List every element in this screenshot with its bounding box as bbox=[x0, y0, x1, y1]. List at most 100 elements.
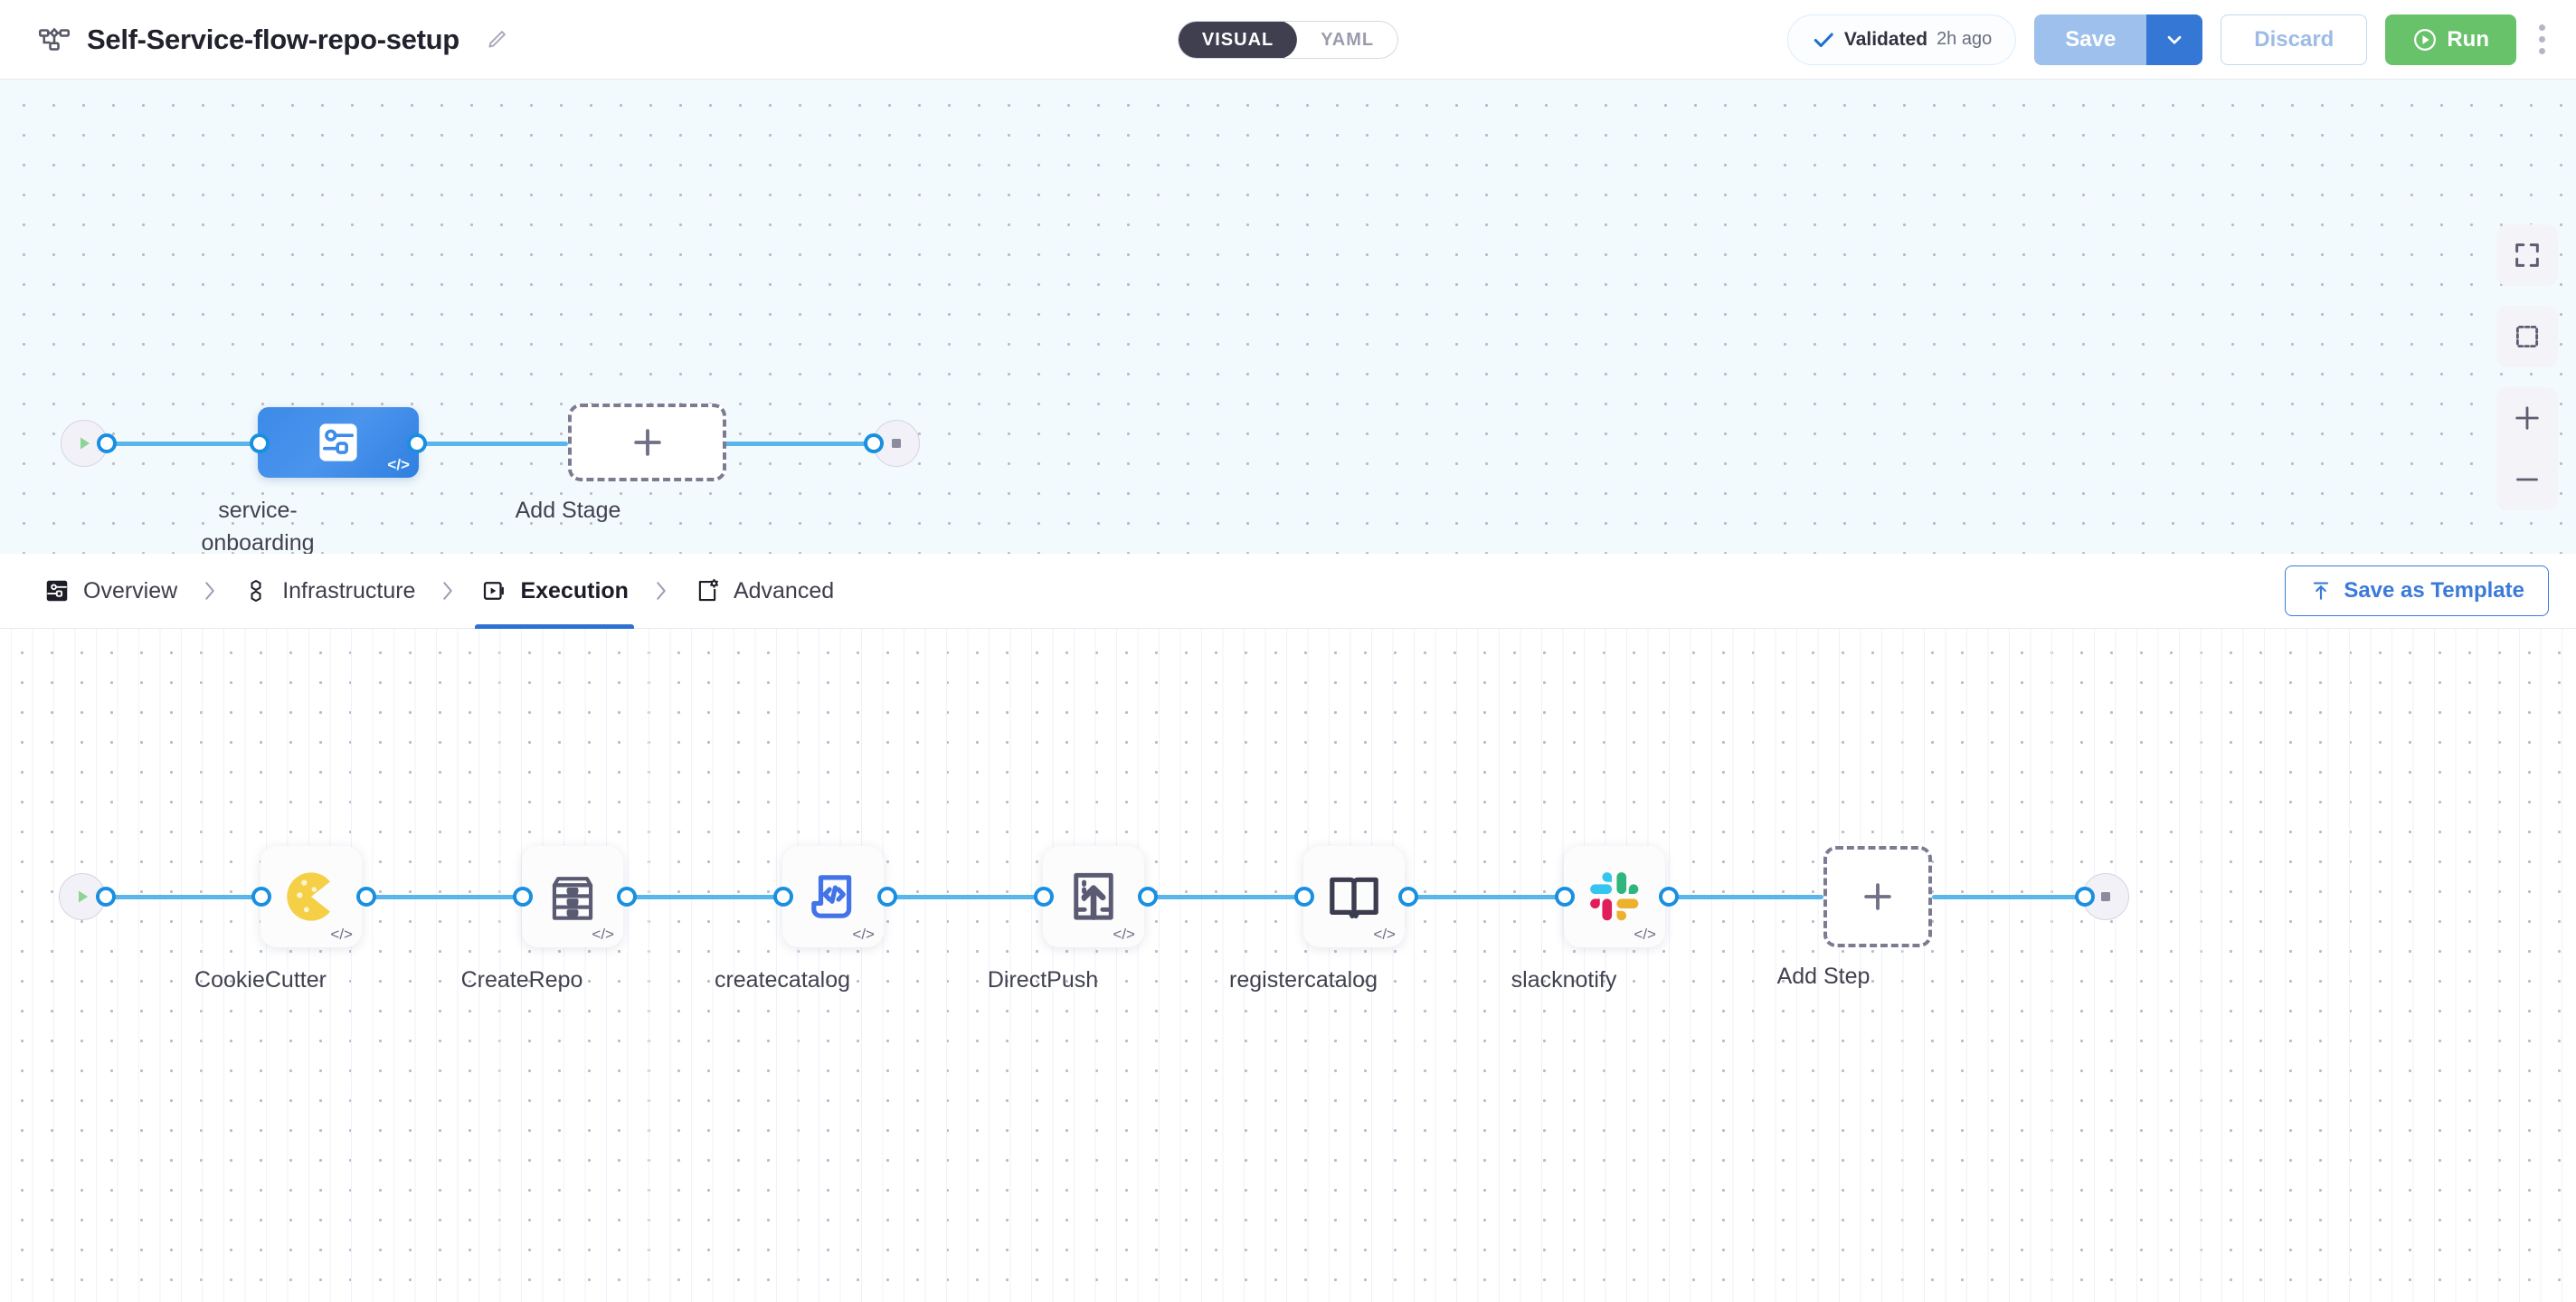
save-button[interactable]: Save bbox=[2034, 14, 2147, 65]
step-port-out-5[interactable] bbox=[1398, 887, 1418, 907]
step-node-label: CreateRepo bbox=[460, 967, 583, 993]
status-badge-validated: Validated 2h ago bbox=[1786, 14, 2017, 65]
step-code-badge[interactable]: </> bbox=[1634, 926, 1656, 943]
chevron-right-icon bbox=[634, 577, 688, 604]
selection-box-button[interactable] bbox=[2496, 306, 2558, 367]
step-node-box[interactable]: </> bbox=[1303, 846, 1405, 947]
add-stage-button[interactable] bbox=[568, 404, 726, 481]
step-port-in-1[interactable] bbox=[251, 887, 271, 907]
kebab-menu-icon[interactable] bbox=[2534, 19, 2549, 60]
stage-code-badge[interactable]: </> bbox=[387, 456, 410, 473]
open-book-icon bbox=[1324, 867, 1384, 927]
step-canvas[interactable]: </> CookieCutter </> CreateRepo bbox=[0, 629, 2576, 1302]
step-node-label: createcatalog bbox=[714, 967, 851, 993]
tab-advanced[interactable]: Advanced bbox=[688, 554, 839, 629]
script-code-icon bbox=[803, 867, 863, 927]
stage-edge-2 bbox=[724, 442, 885, 446]
step-port-end[interactable] bbox=[2075, 887, 2095, 907]
stage-flow-icon bbox=[315, 419, 362, 466]
step-port-out-3[interactable] bbox=[877, 887, 897, 907]
step-node-box[interactable]: </> bbox=[782, 846, 884, 947]
step-port-out-2[interactable] bbox=[617, 887, 637, 907]
stage-edge-1 bbox=[418, 442, 568, 446]
tab-overview-label: Overview bbox=[83, 577, 178, 603]
step-edge-start bbox=[81, 895, 260, 899]
step-node-label: DirectPush bbox=[987, 967, 1099, 993]
play-icon bbox=[71, 886, 93, 908]
step-port-out-1[interactable] bbox=[356, 887, 376, 907]
infrastructure-icon bbox=[242, 577, 270, 604]
stage-port-end[interactable] bbox=[864, 433, 884, 453]
plus-icon bbox=[2511, 402, 2543, 434]
chevron-right-icon bbox=[183, 577, 237, 604]
step-code-badge[interactable]: </> bbox=[592, 926, 614, 943]
chevron-down-icon bbox=[2164, 30, 2184, 50]
add-step-button[interactable] bbox=[1823, 846, 1932, 947]
step-node-box[interactable]: </> bbox=[1564, 846, 1665, 947]
slack-icon bbox=[1585, 867, 1644, 927]
step-edge-7 bbox=[1932, 895, 2086, 899]
tab-execution[interactable]: Execution bbox=[475, 554, 635, 629]
check-icon bbox=[1812, 28, 1835, 52]
upload-template-icon bbox=[2309, 579, 2333, 603]
page-title: Self-Service-flow-repo-setup bbox=[87, 23, 459, 55]
validated-label: Validated bbox=[1843, 28, 1928, 50]
plus-icon bbox=[1858, 877, 1898, 917]
step-node-label: CookieCutter bbox=[194, 967, 327, 993]
step-edge-2 bbox=[628, 895, 781, 899]
step-port-in-4[interactable] bbox=[1034, 887, 1054, 907]
step-port-in-5[interactable] bbox=[1294, 887, 1314, 907]
step-port-out-4[interactable] bbox=[1138, 887, 1158, 907]
save-as-template-label: Save as Template bbox=[2344, 578, 2524, 603]
app-header: Self-Service-flow-repo-setup VISUAL YAML… bbox=[0, 0, 2576, 80]
save-dropdown-button[interactable] bbox=[2146, 14, 2203, 65]
chevron-right-icon bbox=[421, 577, 475, 604]
discard-button[interactable]: Discard bbox=[2221, 14, 2368, 65]
step-code-badge[interactable]: </> bbox=[1113, 926, 1135, 943]
view-mode-toggle[interactable]: VISUAL YAML bbox=[1177, 20, 1399, 59]
stage-node-box[interactable]: </> bbox=[258, 407, 419, 478]
step-node-label: slacknotify bbox=[1511, 967, 1617, 993]
step-code-badge[interactable]: </> bbox=[852, 926, 875, 943]
zoom-in-button[interactable] bbox=[2496, 387, 2558, 449]
mode-option-yaml[interactable]: YAML bbox=[1321, 29, 1375, 50]
step-node-box[interactable]: </> bbox=[522, 846, 623, 947]
mode-option-visual[interactable]: VISUAL bbox=[1178, 21, 1298, 58]
step-edge-1 bbox=[367, 895, 521, 899]
header-actions: Validated 2h ago Save Discard Run bbox=[1786, 14, 2549, 65]
step-port-out-6[interactable] bbox=[1659, 887, 1679, 907]
save-button-group: Save bbox=[2034, 14, 2203, 65]
tab-infrastructure[interactable]: Infrastructure bbox=[237, 554, 421, 629]
step-port-in-6[interactable] bbox=[1555, 887, 1575, 907]
tab-infrastructure-label: Infrastructure bbox=[282, 577, 416, 603]
stage-edge-start bbox=[83, 442, 264, 446]
pencil-edit-icon[interactable] bbox=[476, 28, 508, 52]
stop-square-icon bbox=[886, 432, 907, 454]
archive-drawer-icon bbox=[543, 867, 602, 927]
step-node-box[interactable]: </> bbox=[1043, 846, 1144, 947]
step-code-badge[interactable]: </> bbox=[1373, 926, 1396, 943]
run-label: Run bbox=[2447, 26, 2489, 52]
stage-port-out[interactable] bbox=[407, 433, 427, 453]
stage-canvas[interactable]: </> service- onboarding Add Stage bbox=[0, 80, 2576, 554]
step-edge-4 bbox=[1149, 895, 1302, 899]
execution-icon bbox=[480, 577, 507, 604]
stop-square-icon bbox=[2095, 886, 2117, 908]
overview-icon bbox=[43, 577, 71, 604]
zoom-out-button[interactable] bbox=[2496, 449, 2558, 510]
step-port-in-3[interactable] bbox=[773, 887, 793, 907]
step-node-box[interactable]: </> bbox=[260, 846, 362, 947]
marquee-select-icon bbox=[2512, 321, 2543, 352]
step-code-badge[interactable]: </> bbox=[330, 926, 353, 943]
stage-port-in[interactable] bbox=[250, 433, 270, 453]
fit-to-screen-button[interactable] bbox=[2496, 224, 2558, 286]
step-port-in-2[interactable] bbox=[513, 887, 533, 907]
pipeline-flow-icon bbox=[38, 24, 71, 56]
save-as-template-button[interactable]: Save as Template bbox=[2285, 565, 2549, 616]
stage-port-start[interactable] bbox=[97, 433, 117, 453]
run-button[interactable]: Run bbox=[2385, 14, 2516, 65]
tab-overview[interactable]: Overview bbox=[38, 554, 183, 629]
canvas-controls bbox=[2496, 224, 2558, 510]
add-stage-label: Add Stage bbox=[515, 498, 621, 523]
step-port-start[interactable] bbox=[96, 887, 116, 907]
